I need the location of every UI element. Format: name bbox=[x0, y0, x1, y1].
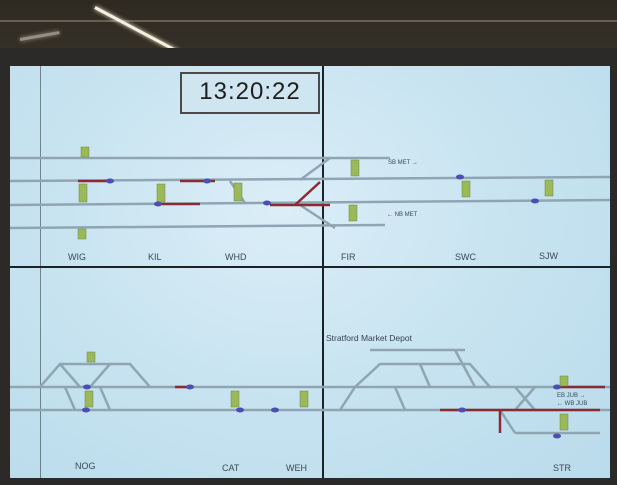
route-segment bbox=[294, 181, 321, 206]
annotation-wb-jub: ← WB JUB bbox=[557, 401, 588, 407]
upper-tracks bbox=[9, 156, 611, 230]
track-depot bbox=[393, 386, 407, 411]
train-marker bbox=[271, 407, 279, 413]
track-crossover bbox=[299, 203, 336, 230]
track-spur bbox=[498, 409, 517, 434]
ceiling-beam bbox=[0, 20, 617, 22]
signal-block bbox=[84, 390, 94, 408]
train-marker bbox=[263, 200, 271, 206]
train-marker bbox=[236, 407, 244, 413]
track-loop bbox=[89, 363, 111, 388]
train-marker bbox=[154, 201, 162, 207]
track-line bbox=[9, 198, 611, 207]
train-marker bbox=[83, 384, 91, 390]
signal-block bbox=[461, 180, 471, 198]
signal-block bbox=[233, 182, 243, 202]
station-label-swc: SWC bbox=[455, 252, 476, 262]
signal-block bbox=[350, 159, 360, 177]
clock-time: 13:20:22 bbox=[199, 78, 301, 105]
track-crossover bbox=[299, 156, 331, 182]
signal-block bbox=[77, 228, 87, 240]
track-depot bbox=[453, 349, 477, 388]
train-marker bbox=[203, 178, 211, 184]
train-marker bbox=[456, 174, 464, 180]
signal-block bbox=[559, 375, 569, 387]
annotation-nb-met: ← NB MET bbox=[387, 212, 418, 218]
train-marker bbox=[531, 198, 539, 204]
signal-block bbox=[544, 179, 554, 197]
station-label-weh: WEH bbox=[286, 463, 307, 473]
clock-display: 13:20:22 bbox=[180, 72, 320, 114]
train-marker bbox=[186, 384, 194, 390]
station-label-sjw: SJW bbox=[539, 251, 558, 261]
lower-trains bbox=[82, 384, 561, 439]
track-crossover bbox=[514, 386, 536, 411]
panel-divider bbox=[10, 266, 610, 268]
signal-block bbox=[299, 390, 309, 408]
signal-block bbox=[348, 204, 358, 222]
station-label-fir: FIR bbox=[341, 252, 356, 262]
station-label-whd: WHD bbox=[225, 252, 247, 262]
signal-block bbox=[156, 183, 166, 203]
train-marker bbox=[106, 178, 114, 184]
train-marker bbox=[458, 407, 466, 413]
train-marker bbox=[553, 433, 561, 439]
lower-signals bbox=[84, 351, 569, 431]
signal-block bbox=[230, 390, 240, 408]
signal-block bbox=[86, 351, 96, 363]
signal-block bbox=[559, 413, 569, 431]
station-label-str: STR bbox=[553, 463, 571, 473]
annotation-sb-met: SB MET → bbox=[388, 160, 418, 166]
track-loop bbox=[98, 386, 112, 411]
signal-block bbox=[78, 183, 88, 203]
track-loop bbox=[63, 386, 77, 411]
station-label-kil: KIL bbox=[148, 252, 162, 262]
station-label-nog: NOG bbox=[75, 461, 96, 471]
signal-block bbox=[80, 146, 90, 158]
train-marker bbox=[82, 407, 90, 413]
track-loop bbox=[59, 363, 81, 388]
upper-signals bbox=[77, 146, 554, 240]
panel-divider bbox=[40, 66, 41, 478]
lower-tracks bbox=[10, 348, 610, 435]
train-marker bbox=[553, 384, 561, 390]
depot-label: Stratford Market Depot bbox=[326, 333, 412, 343]
station-label-cat: CAT bbox=[222, 463, 240, 473]
track-depot bbox=[418, 363, 432, 388]
track-depot bbox=[338, 362, 491, 411]
track-line bbox=[9, 223, 386, 230]
track-loop bbox=[39, 362, 151, 388]
station-label-wig: WIG bbox=[68, 252, 86, 262]
upper-trains bbox=[106, 174, 539, 207]
annotation-eb-jub: EB JUB → bbox=[557, 393, 586, 399]
panel-divider bbox=[322, 66, 324, 478]
